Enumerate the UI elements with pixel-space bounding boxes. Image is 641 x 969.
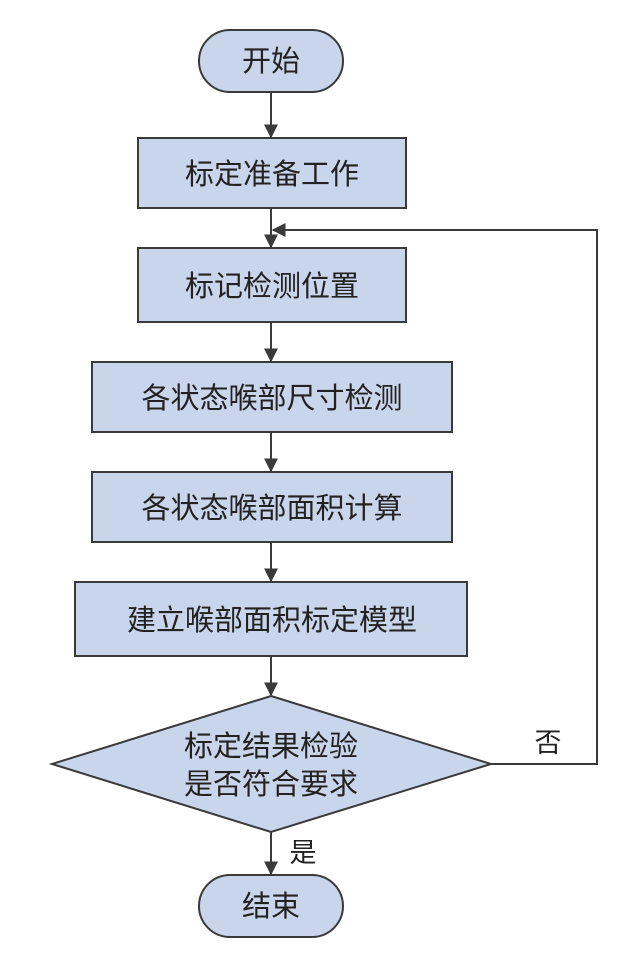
measure-size-node: 各状态喉部尺寸检测 (91, 361, 453, 433)
edge-label-no: 否 (535, 728, 562, 759)
decision-label-line1: 标定结果检验 (184, 729, 358, 763)
end-shape (198, 874, 344, 938)
measure-size-shape (91, 361, 453, 433)
decision-label-line2: 是否符合要求 (184, 767, 358, 801)
prepare-node: 标定准备工作 (137, 137, 407, 209)
build-model-label: 建立喉部面积标定模型 (127, 603, 417, 637)
edge-label-yes: 是 (290, 838, 317, 869)
mark-position-label: 标记检测位置 (185, 269, 359, 303)
start-node: 开始 (198, 29, 344, 93)
decision-node: 标定结果检验 是否符合要求 (48, 694, 495, 834)
compute-area-label: 各状态喉部面积计算 (141, 491, 402, 525)
prepare-shape (137, 137, 407, 209)
compute-area-shape (91, 471, 453, 543)
build-model-node: 建立喉部面积标定模型 (74, 581, 468, 657)
decision-shape (48, 694, 495, 834)
start-label: 开始 (242, 44, 300, 78)
mark-position-node: 标记检测位置 (137, 247, 407, 323)
prepare-label: 标定准备工作 (185, 157, 359, 191)
measure-size-label: 各状态喉部尺寸检测 (141, 381, 402, 415)
end-label: 结束 (242, 889, 300, 923)
compute-area-node: 各状态喉部面积计算 (91, 471, 453, 543)
end-node: 结束 (198, 874, 344, 938)
build-model-shape (74, 581, 468, 657)
arrow-no-loop-back (271, 223, 598, 765)
